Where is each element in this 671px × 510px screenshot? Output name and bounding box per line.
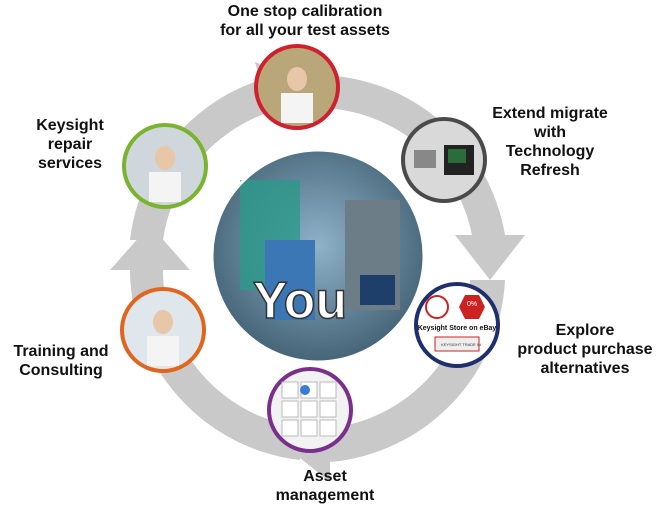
person-photo: [281, 93, 313, 123]
label-line: Technology: [505, 143, 595, 160]
label-line: Asset: [303, 468, 347, 485]
report-thumbnail: [281, 381, 299, 399]
label-line: services: [37, 155, 103, 172]
report-thumbnail: [319, 400, 337, 418]
label-purchase-alternatives: Explore product purchase alternatives: [505, 321, 665, 378]
label-line: One stop calibration: [227, 3, 383, 20]
person-photo: [287, 67, 307, 91]
label-line: Keysight: [36, 117, 104, 134]
center-you-photo: You: [210, 148, 426, 364]
label-line: Extend migrate: [492, 105, 608, 122]
person-photo: [155, 146, 175, 170]
label-line: product purchase: [517, 341, 653, 358]
label-line: management: [275, 487, 375, 504]
ebay-store-text: Keysight Store on eBay: [418, 325, 497, 332]
instrument-icon: [414, 150, 436, 168]
report-thumbnail: [300, 400, 318, 418]
label-line: for all your test assets: [220, 22, 390, 39]
trade-in-text: KEYSIGHT TRADE IN: [441, 342, 481, 347]
zero-percent-badge: [459, 295, 485, 319]
trade-in-badge: [434, 336, 480, 352]
report-thumbnail: [300, 419, 318, 437]
label-line: Consulting: [19, 362, 103, 379]
person-photo: [147, 336, 179, 366]
node-repair: [122, 123, 208, 209]
report-thumbnail: [319, 381, 337, 399]
label-line: repair: [47, 136, 93, 153]
label-line: Refresh: [520, 162, 580, 179]
node-asset-management: [267, 367, 353, 453]
node-calibration: [254, 44, 340, 130]
report-thumbnail: [281, 419, 299, 437]
label-line: with: [534, 124, 566, 141]
report-thumbnail: [281, 400, 299, 418]
instrument-screen: [448, 149, 466, 163]
label-line: alternatives: [540, 360, 630, 377]
badge-text: 0%: [467, 301, 477, 308]
node-training: [120, 287, 206, 373]
center-label: You: [253, 272, 347, 330]
report-thumbnail: [319, 419, 337, 437]
person-photo: [153, 310, 173, 334]
label-calibration: One stop calibration for all your test as…: [200, 2, 410, 40]
label-line: Explore: [555, 322, 615, 339]
certified-seal-icon: [425, 295, 449, 319]
pie-icon: [300, 385, 310, 395]
label-line: Training and: [13, 343, 109, 360]
label-asset-management: Asset management: [260, 467, 390, 505]
person-photo: [149, 172, 181, 202]
label-repair: Keysight repair services: [20, 116, 120, 173]
node-technology-refresh: [401, 117, 487, 203]
